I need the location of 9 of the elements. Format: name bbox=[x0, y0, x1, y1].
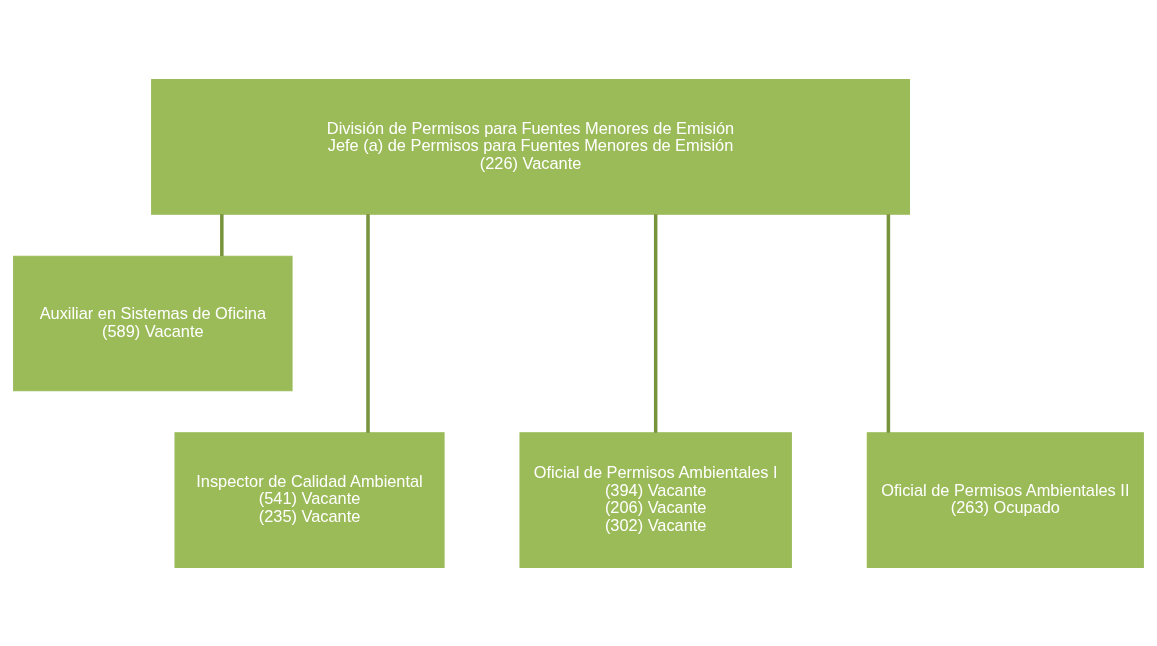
node-box: División de Permisos para Fuentes Menores de Emisión Jefe (a) de Permisos para Fuentes Menores de Emisión (226) Vacante bbox=[151, 78, 911, 215]
node-box: Oficial de Permisos Ambientales II (263) Ocupado bbox=[866, 431, 1144, 568]
connector bbox=[366, 213, 370, 433]
connector bbox=[886, 213, 891, 433]
connector bbox=[220, 213, 224, 256]
node-box: Oficial de Permisos Ambientales I (394) Vacante (206) Vacante (302) Vacante bbox=[519, 431, 792, 568]
node-box: Auxiliar en Sistemas de Oficina (589) Vacante bbox=[13, 255, 293, 391]
connector bbox=[653, 213, 658, 433]
node-box: Inspector de Calidad Ambiental (541) Vacante (235) Vacante bbox=[174, 431, 445, 568]
